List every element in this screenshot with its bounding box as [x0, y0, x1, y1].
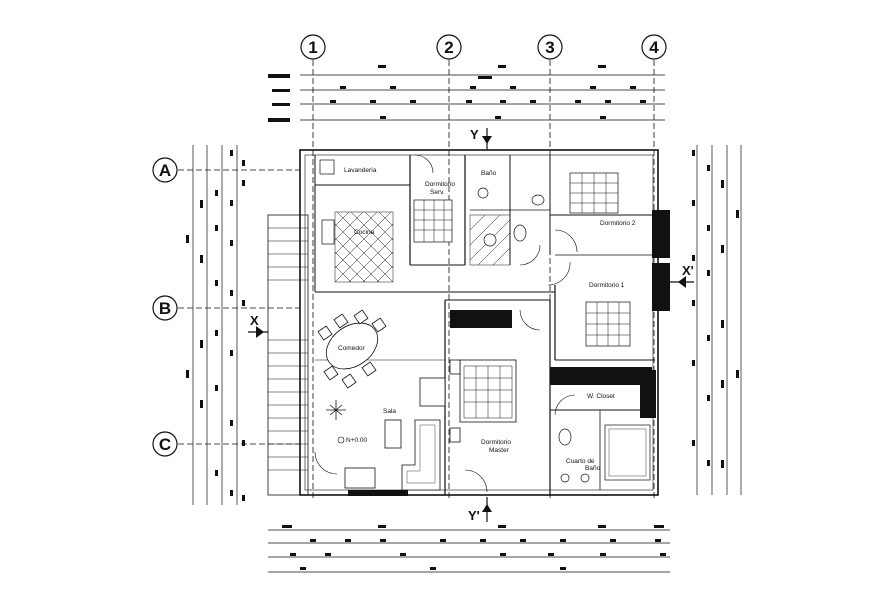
grid-bubble-3: 3 — [537, 34, 563, 60]
room-label-dormitorio-master-2: Master — [489, 447, 510, 454]
svg-text:3: 3 — [545, 38, 554, 57]
section-marker-y-bottom: Y' — [468, 497, 492, 523]
room-label-cocina: Cocina — [354, 229, 375, 236]
bath-fixtures — [319, 159, 651, 483]
room-label-dormitorio-1: Dormitorio 1 — [589, 282, 625, 289]
level-label: N+0.00 — [346, 437, 368, 444]
dimension-lines-right — [692, 145, 742, 495]
svg-text:4: 4 — [649, 38, 659, 57]
grid-bubble-2: 2 — [436, 34, 462, 60]
svg-text:2: 2 — [444, 38, 453, 57]
svg-text:X': X' — [682, 263, 694, 278]
room-label-dormitorio-2: Dormitorio 2 — [600, 220, 636, 227]
kitchen-tile — [334, 211, 511, 283]
section-marker-x-right: X' — [670, 263, 694, 288]
dimension-lines-left — [186, 145, 245, 505]
room-label-lavanderia: Lavandería — [344, 167, 377, 174]
room-label-w-closet: W. Closet — [587, 393, 615, 400]
grid-bubble-b: B — [152, 295, 178, 321]
plant-icon — [326, 400, 346, 420]
bed-dormitorio-1 — [585, 301, 631, 347]
stair — [268, 227, 308, 471]
doors — [314, 154, 578, 493]
section-marker-x-left: X — [248, 313, 268, 338]
grid-bubble-1: 1 — [300, 34, 326, 60]
grid-bubble-c: C — [152, 431, 178, 457]
svg-text:A: A — [159, 161, 171, 180]
bed-servicio — [413, 199, 453, 243]
grid-bubble-4: 4 — [641, 34, 667, 60]
svg-text:X: X — [250, 313, 259, 328]
bed-dormitorio-2 — [569, 172, 619, 214]
dimension-lines-bottom — [268, 525, 670, 573]
svg-text:B: B — [159, 299, 171, 318]
room-label-cuarto-bano-2: Baño — [585, 465, 601, 472]
room-label-cuarto-bano-1: Cuarto de — [566, 458, 595, 465]
svg-text:Y': Y' — [468, 508, 480, 523]
room-label-sala: Sala — [383, 408, 396, 415]
level-marker-icon — [337, 436, 345, 444]
grid-bubble-a: A — [152, 157, 178, 183]
room-label-dormitorio-serv-1: Dormitorio — [425, 181, 455, 188]
svg-text:C: C — [159, 435, 171, 454]
dining-table — [317, 309, 387, 389]
sofa — [344, 377, 446, 491]
dimension-lines-top — [268, 65, 665, 122]
room-label-dormitorio-master-1: Dormitorio — [481, 439, 511, 446]
room-label-bano: Baño — [481, 170, 497, 177]
section-marker-y-top: Y — [470, 127, 492, 150]
solid-elements — [348, 210, 670, 496]
svg-text:Y: Y — [470, 127, 479, 142]
svg-text:1: 1 — [308, 38, 317, 57]
bed-master — [449, 359, 517, 443]
room-label-comedor: Comedor — [338, 345, 366, 352]
room-label-dormitorio-serv-2: Serv. — [430, 189, 445, 196]
walls — [267, 149, 659, 496]
